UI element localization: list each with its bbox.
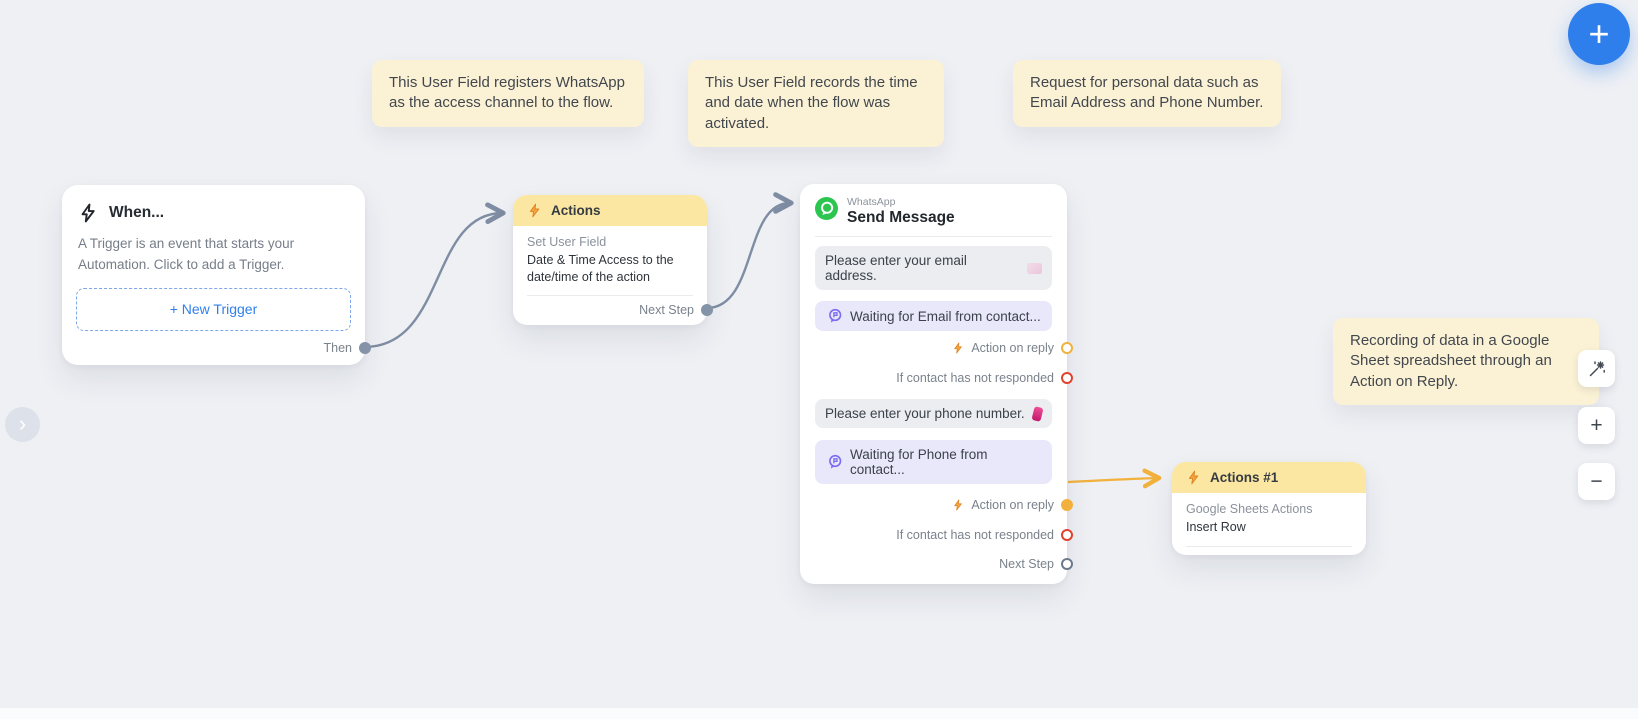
lightning-icon [81, 203, 95, 223]
sticky-note-datetime-field[interactable]: This User Field records the time and dat… [688, 60, 944, 147]
wait-for-email-text: Waiting for Email from contact... [850, 308, 1041, 324]
plus-icon: + [1590, 413, 1603, 437]
add-node-button[interactable]: + [1568, 3, 1630, 65]
reply-wait-icon [829, 309, 842, 323]
whatsapp-send-message-card[interactable]: WhatsApp Send Message Please enter your … [800, 184, 1073, 585]
phone-message-text: Please enter your phone number. [825, 406, 1025, 422]
actions-card-body: Set User Field Date & Time Access to the… [513, 226, 707, 286]
actions1-card-title: Actions #1 [1210, 470, 1279, 485]
next-step-row: Next Step [800, 550, 1073, 578]
divider [815, 236, 1052, 238]
not-responded-label: If contact has not responded [896, 371, 1054, 386]
google-sheets-actions-card[interactable]: Actions #1 Google Sheets Actions Insert … [1172, 462, 1366, 555]
actions1-card-header: Actions #1 [1172, 462, 1366, 493]
actions-card[interactable]: Actions Set User Field Date & Time Acces… [513, 195, 713, 325]
email-emoji [1027, 262, 1042, 274]
message-bubble-phone: Please enter your phone number. [815, 399, 1052, 429]
sticky-note-personal-data[interactable]: Request for personal data such as Email … [1013, 60, 1281, 127]
not-responded-label: If contact has not responded [896, 528, 1054, 543]
action-on-reply-port[interactable] [1061, 342, 1073, 355]
zoom-out-button[interactable]: − [1578, 463, 1615, 500]
action-detail-text: Insert Row [1186, 520, 1246, 534]
next-step-label: Next Step [639, 302, 694, 317]
message-bubble-email: Please enter your email address. [815, 246, 1052, 291]
action-type-label: Google Sheets Actions [1186, 502, 1313, 516]
wait-for-email-bubble: Waiting for Email from contact... [815, 301, 1052, 332]
not-responded-port[interactable] [1061, 372, 1073, 385]
wait-for-phone-text: Waiting for Phone from contact... [850, 447, 988, 478]
whatsapp-icon [815, 197, 838, 220]
action-on-reply-row: Action on reply [800, 333, 1073, 363]
action-on-reply-row: Action on reply [800, 490, 1073, 520]
canvas-bottom-edge [0, 708, 1638, 719]
zoom-in-button[interactable]: + [1578, 407, 1615, 444]
magic-wand-icon [1589, 360, 1605, 376]
actions-card-header: Actions [513, 195, 707, 226]
lightning-icon [529, 203, 540, 218]
next-step-label: Next Step [999, 557, 1054, 572]
trigger-card-header: When... [62, 203, 365, 223]
not-responded-row: If contact has not responded [800, 520, 1073, 550]
lightning-icon [1188, 470, 1199, 485]
next-step-port[interactable] [701, 303, 713, 316]
action-type-label: Set User Field [527, 235, 607, 249]
plus-icon: + [1588, 13, 1610, 54]
divider [1186, 545, 1352, 547]
action-on-reply-label: Action on reply [971, 341, 1054, 356]
action-on-reply-label: Action on reply [971, 498, 1054, 513]
wait-for-phone-bubble: Waiting for Phone from contact... [815, 440, 1052, 485]
reply-wait-icon [829, 455, 842, 469]
minus-icon: − [1590, 469, 1603, 493]
sticky-note-whatsapp-field[interactable]: This User Field registers WhatsApp as th… [372, 60, 644, 127]
lightning-icon [954, 499, 963, 511]
not-responded-row: If contact has not responded [800, 363, 1073, 393]
connector-then-to-actions [365, 202, 506, 349]
trigger-card[interactable]: When... A Trigger is an event that start… [62, 185, 371, 365]
new-trigger-button[interactable]: + New Trigger [76, 287, 351, 331]
connector-reply-to-actions1 [1067, 468, 1162, 489]
not-responded-port[interactable] [1061, 529, 1073, 542]
action-detail-text: Date & Time Access to the date/time of t… [527, 253, 674, 284]
auto-arrange-button[interactable] [1578, 350, 1615, 387]
email-message-text: Please enter your email address. [825, 253, 967, 284]
phone-emoji [1031, 405, 1044, 422]
next-step-connector-row: Next Step [513, 296, 713, 325]
whatsapp-card-title: Send Message [847, 208, 955, 226]
then-port[interactable] [359, 341, 371, 354]
then-connector-row: Then [62, 337, 371, 359]
then-label: Then [323, 340, 353, 355]
next-step-port[interactable] [1061, 558, 1073, 571]
trigger-card-title: When... [109, 204, 165, 221]
chevron-right-icon: › [18, 410, 27, 436]
connector-nextstep-to-whatsapp [707, 192, 794, 310]
lightning-icon [954, 342, 963, 354]
actions-card-title: Actions [551, 203, 601, 218]
sticky-note-google-sheet[interactable]: Recording of data in a Google Sheet spre… [1333, 318, 1599, 405]
whatsapp-card-header: WhatsApp Send Message [800, 196, 1067, 226]
channel-label: WhatsApp [847, 196, 896, 208]
action-on-reply-port-connected[interactable] [1061, 499, 1073, 512]
expand-sidebar-button[interactable]: › [5, 407, 40, 442]
trigger-card-description: A Trigger is an event that starts your A… [78, 236, 295, 272]
actions1-card-body: Google Sheets Actions Insert Row [1172, 493, 1366, 536]
divider [527, 294, 693, 296]
